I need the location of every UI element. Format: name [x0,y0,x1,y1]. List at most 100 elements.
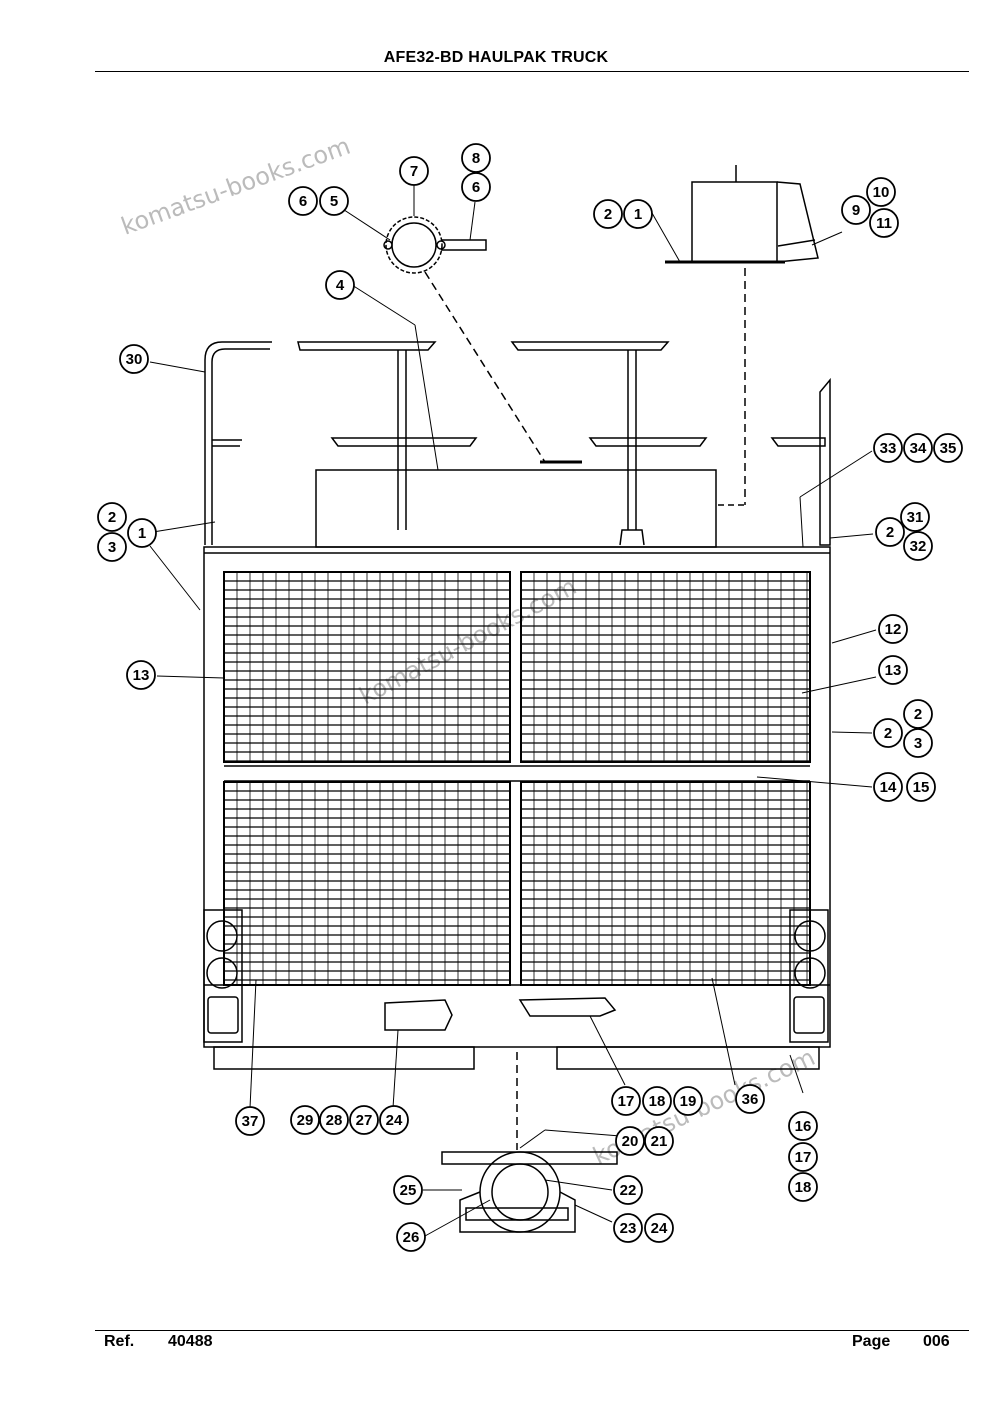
callout-number: 4 [336,277,345,294]
callout-balloon-3: 3 [97,532,127,562]
leader-lines [149,185,877,1237]
callout-balloon-17: 17 [611,1086,641,1116]
callout-number: 11 [876,215,892,232]
callout-number: 24 [386,1112,403,1129]
callout-number: 32 [910,538,927,555]
callout-number: 5 [330,193,338,210]
leader-line [351,284,416,326]
callout-number: 23 [620,1220,637,1237]
callout-number: 19 [680,1093,697,1110]
callout-number: 3 [108,539,116,556]
callout-number: 7 [410,163,418,180]
callout-balloon-17: 17 [788,1142,818,1172]
callout-balloon-32: 32 [903,531,933,561]
callout-number: 2 [886,524,894,541]
watermarks: komatsu-books.com komatsu-books.com koma… [117,132,819,1171]
leader-line [149,361,206,373]
callout-balloon-5: 5 [319,186,349,216]
callout-number: 2 [108,509,116,526]
leader-line [249,979,257,1109]
callout-balloon-18: 18 [642,1086,672,1116]
callout-balloon-28: 28 [319,1105,349,1135]
page-title: AFE32-BD HAULPAK TRUCK [383,49,609,66]
leader-line [574,1204,613,1223]
callout-number: 25 [400,1182,417,1199]
leader-line [711,977,736,1086]
callout-number: 12 [885,621,902,638]
callout-number: 10 [873,184,890,201]
callout-balloon-16: 16 [788,1111,818,1141]
leader-line [149,545,201,611]
cap-detail [383,216,487,274]
leader-line [799,496,804,548]
callout-number: 28 [326,1112,343,1129]
callout-balloon-34: 34 [903,433,933,463]
callout-balloon-20: 20 [615,1126,645,1156]
grille-panel [223,781,511,986]
callout-number: 30 [126,351,143,368]
callout-balloon-15: 15 [906,772,936,802]
callout-balloon-7: 7 [399,156,429,186]
page-label: Page [852,1333,891,1350]
callout-number: 1 [634,206,642,223]
header-rule [95,71,969,72]
callout-balloon-8: 8 [461,143,491,173]
callout-number: 14 [880,779,897,796]
callout-number: 13 [133,667,150,684]
callout-number: 13 [885,662,902,679]
leader-line [651,212,681,263]
callout-balloon-14: 14 [873,772,903,802]
callout-balloon-4: 4 [325,270,355,300]
grille-panel [520,571,811,763]
leader-line [392,1029,399,1109]
callout-balloon-10: 10 [866,177,896,207]
callout-number: 22 [620,1182,637,1199]
callout-number: 18 [649,1093,666,1110]
callout-balloon-22: 22 [613,1175,643,1205]
callout-balloon-23: 23 [613,1213,643,1243]
callout-balloon-25: 25 [393,1175,423,1205]
callout-balloon-29: 29 [290,1105,320,1135]
leader-line [801,676,877,694]
callout-number: 8 [472,150,480,167]
callout-number: 35 [940,440,957,457]
callout-balloon-2: 2 [875,517,905,547]
callout-balloon-18: 18 [788,1172,818,1202]
callout-number: 24 [651,1220,668,1237]
callout-balloon-21: 21 [644,1126,674,1156]
callout-number: 16 [795,1118,812,1135]
callout-balloon-13: 13 [878,655,908,685]
leader-line [414,324,439,471]
callout-balloon-37: 37 [235,1106,265,1136]
callout-number: 2 [884,725,892,742]
main-frame [203,546,831,1048]
page-number: 006 [923,1333,950,1350]
leader-line [424,1199,491,1237]
callout-number: 21 [651,1133,668,1150]
leader-line [756,776,873,788]
callout-balloon-9: 9 [841,195,871,225]
callout-balloon-3: 3 [903,728,933,758]
box-detail [665,165,819,264]
leader-line [544,1179,613,1191]
callout-number: 17 [618,1093,635,1110]
callout-number: 3 [914,735,922,752]
grille-panel [520,781,811,986]
callout-number: 17 [795,1149,812,1166]
callout-number: 6 [472,179,480,196]
callout-balloon-2: 2 [873,718,903,748]
pump-detail [441,1151,618,1233]
callout-number: 34 [910,440,927,457]
callout-number: 15 [913,779,930,796]
leader-line [152,521,216,533]
leader-line [469,201,476,241]
callout-number: 36 [742,1091,759,1108]
callout-balloon-13: 13 [126,660,156,690]
leader-line [519,1129,546,1149]
ref-label: Ref. [104,1333,135,1350]
leader-line [789,1054,804,1094]
callout-balloon-12: 12 [878,614,908,644]
leader-line [831,629,877,644]
callout-balloon-2: 2 [593,199,623,229]
